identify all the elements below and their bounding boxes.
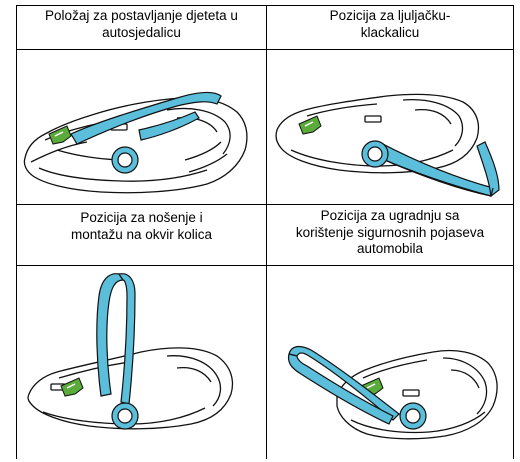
table-border-right <box>513 5 514 459</box>
carry-handle <box>96 273 136 405</box>
table-border-left <box>16 5 17 459</box>
infant-carrier-illustration <box>275 93 500 198</box>
carry-position-illustration <box>17 266 266 459</box>
caption-rocker-position: Pozicija za ljuljačku- klackalicu <box>329 8 451 40</box>
caption-carry-position: Pozicija za nošenje i montažu na okvir k… <box>70 210 213 242</box>
car-belt-install-position-illustration <box>267 266 513 459</box>
table-border-middle <box>266 5 267 459</box>
infant-carrier-illustration <box>27 273 234 430</box>
lock-icon <box>298 115 322 135</box>
handle-hub <box>361 140 389 168</box>
table-border-top <box>16 5 514 6</box>
handle-hub <box>111 146 139 174</box>
carry-handle <box>70 91 222 145</box>
table-row-divider <box>16 265 514 266</box>
rocker-position-illustration <box>267 50 513 204</box>
carrier-shell <box>275 93 480 174</box>
lock-icon <box>48 125 72 145</box>
lock-icon <box>60 377 84 397</box>
positions-table: Položaj za postavljanje djeteta u autosj… <box>16 5 514 459</box>
car-seat-position-illustration <box>17 50 266 204</box>
table-row-divider <box>16 204 514 205</box>
infant-carrier-illustration <box>287 345 498 440</box>
table-row-divider <box>16 49 514 50</box>
caption-car-belt-install-position: Pozicija za ugradnju sa korištenje sigur… <box>295 208 485 256</box>
handle-hub <box>111 402 139 430</box>
infant-carrier-illustration <box>23 91 248 194</box>
caption-car-seat-position: Položaj za postavljanje djeteta u autosj… <box>45 8 238 40</box>
handle-hub <box>399 402 427 430</box>
carry-handle <box>287 345 400 425</box>
